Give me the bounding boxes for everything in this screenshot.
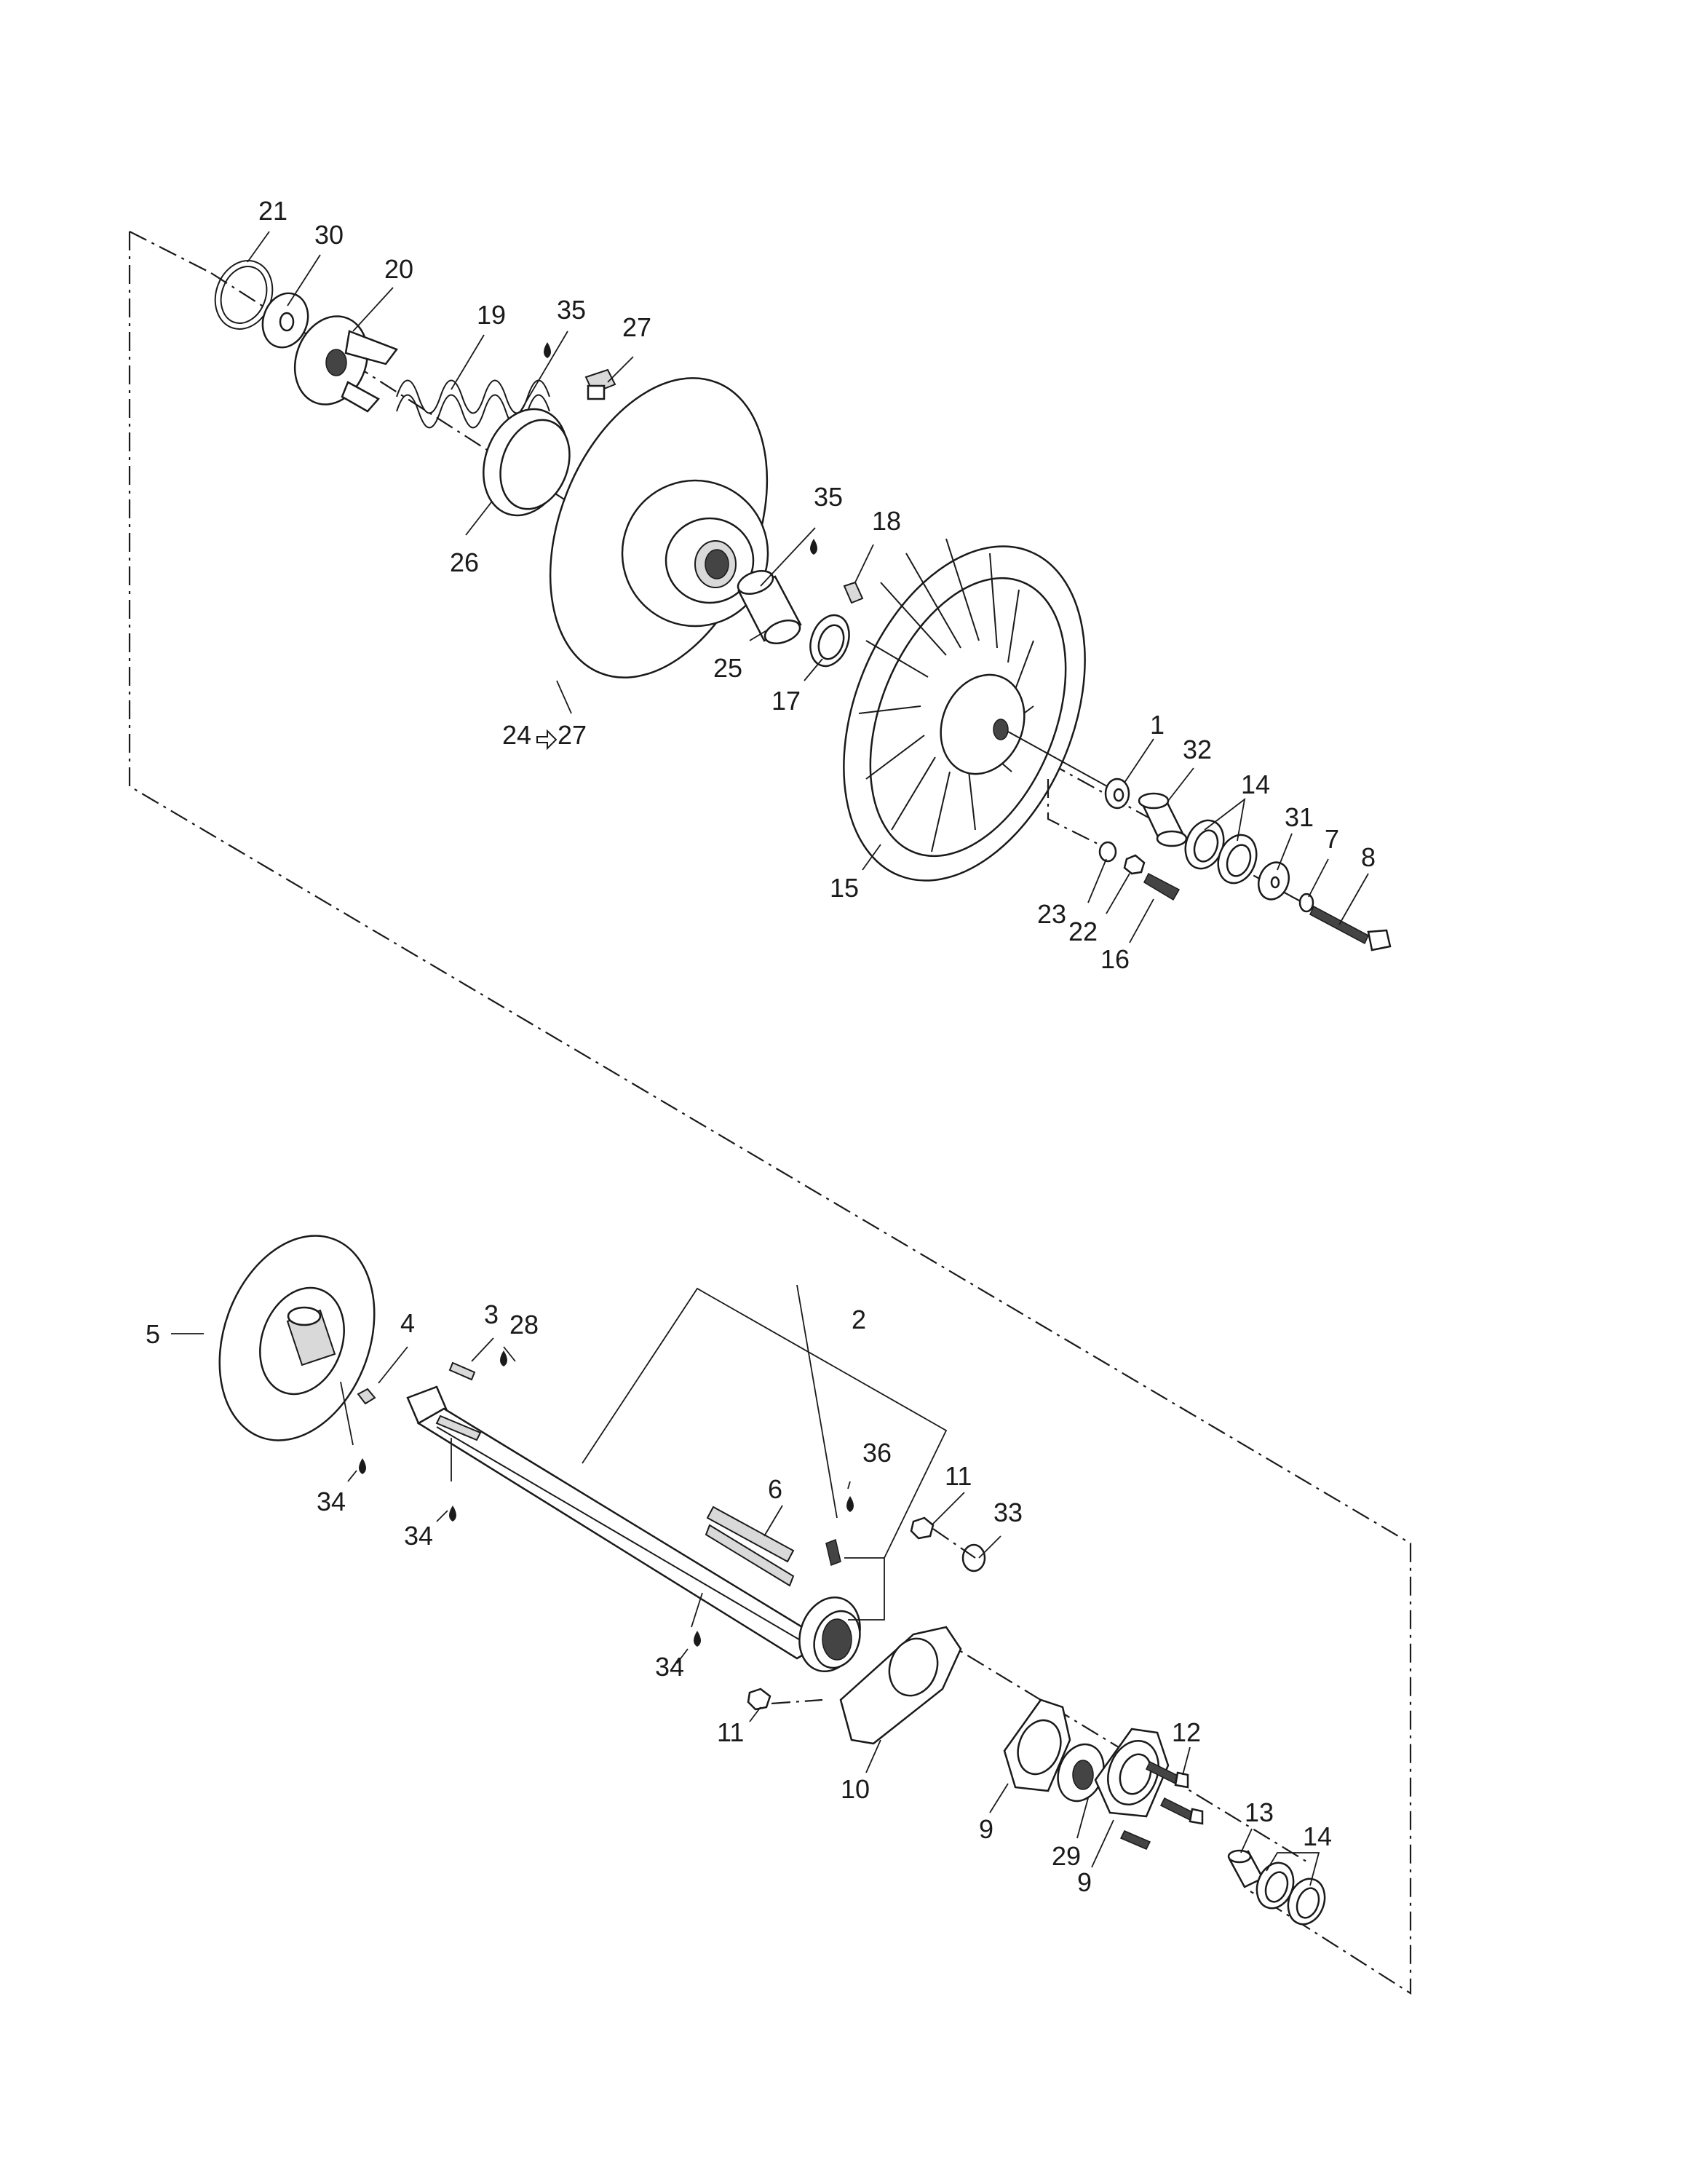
fixed-sheave-15 — [843, 538, 1086, 882]
callout-8: 8 — [1361, 842, 1376, 872]
boundary-left-top — [129, 231, 212, 274]
key-6 — [706, 1506, 795, 1563]
screw-leader-dash — [1047, 779, 1107, 849]
bracket-36 — [844, 1557, 885, 1621]
bushing-25 — [737, 570, 802, 644]
callout-21: 21 — [258, 196, 287, 226]
callout-24: 24 — [502, 720, 531, 750]
set-screw-36 — [825, 1538, 841, 1567]
callout-34c: 34 — [655, 1652, 684, 1682]
leader-lines — [171, 231, 1369, 1886]
callout-20: 20 — [384, 254, 413, 284]
callout-30: 30 — [314, 220, 344, 250]
callout-14b: 14 — [1303, 1821, 1332, 1851]
callout-31: 31 — [1285, 802, 1314, 832]
callout-14a: 14 — [1241, 769, 1270, 799]
bolts-12 — [1119, 1760, 1204, 1850]
callout-5: 5 — [146, 1319, 160, 1349]
lubricant-drop-36 — [846, 1496, 854, 1512]
lock-washer-7 — [1298, 893, 1314, 913]
shaft-2 — [406, 1385, 828, 1660]
callout-35b: 35 — [814, 482, 843, 512]
callout-28: 28 — [509, 1310, 539, 1340]
key-3 — [448, 1361, 476, 1381]
lubricant-drop-35b — [810, 539, 817, 555]
spacer-32 — [1138, 792, 1188, 847]
washer-33 — [961, 1543, 986, 1572]
callout-11a: 11 — [945, 1461, 972, 1491]
callout-10: 10 — [841, 1774, 870, 1804]
callout-3: 3 — [484, 1299, 499, 1329]
fixed-sheave-5 — [218, 1235, 376, 1441]
callout-26: 26 — [450, 547, 479, 577]
bearing-29 — [1057, 1743, 1105, 1803]
callout-13: 13 — [1245, 1797, 1274, 1827]
callout-36: 36 — [862, 1438, 892, 1468]
callout-2: 2 — [852, 1305, 866, 1334]
callout-25: 25 — [713, 653, 742, 683]
washer-30 — [261, 292, 309, 349]
lubricant-drop-34b — [449, 1506, 456, 1522]
sliding-sheave-24 — [549, 377, 769, 678]
nut-22 — [1123, 854, 1146, 875]
bolt-8 — [1309, 905, 1392, 951]
lubricant-drop-35a — [544, 342, 551, 358]
flange-9-left — [1003, 1698, 1071, 1792]
callout-11b: 11 — [717, 1717, 744, 1747]
callout-4: 4 — [400, 1308, 415, 1338]
callout-24-to-27: 24 27 — [502, 720, 587, 751]
arrow-icon — [536, 729, 558, 751]
callout-35a: 35 — [557, 295, 586, 325]
nut-11-top — [910, 1516, 935, 1540]
callout-12: 12 — [1172, 1717, 1201, 1747]
callout-22: 22 — [1068, 917, 1098, 946]
callout-9b: 9 — [1077, 1867, 1092, 1897]
key-18 — [843, 581, 864, 604]
screw-16 — [1143, 872, 1181, 901]
callout-32: 32 — [1183, 735, 1212, 764]
cam-20 — [293, 315, 398, 413]
hub-axis — [1007, 731, 1114, 791]
key-4 — [357, 1388, 376, 1405]
callout-1: 1 — [1150, 710, 1165, 740]
callout-6: 6 — [768, 1474, 782, 1504]
bearing-collar — [798, 1597, 861, 1672]
callout-24-end: 27 — [558, 720, 587, 750]
washer-23 — [1098, 841, 1117, 863]
shims-14-top — [1184, 819, 1258, 885]
callout-15: 15 — [830, 873, 859, 903]
washer-1 — [1104, 778, 1130, 810]
lubricant-drop-34c — [694, 1631, 701, 1647]
callout-9a: 9 — [979, 1814, 993, 1844]
ring-26 — [483, 408, 571, 517]
nut-11-top-dash — [932, 1528, 976, 1559]
callout-33: 33 — [993, 1497, 1023, 1527]
nut-11-bottom-dash — [771, 1698, 823, 1705]
callout-23: 23 — [1037, 899, 1066, 929]
washer-17 — [809, 614, 850, 668]
washer-31 — [1257, 861, 1290, 901]
slider-27 — [584, 368, 616, 400]
callout-29: 29 — [1052, 1841, 1081, 1871]
callout-18: 18 — [872, 506, 901, 536]
callout-34a: 34 — [317, 1487, 346, 1516]
plate-10 — [839, 1626, 962, 1745]
nut-11-bottom — [747, 1688, 771, 1711]
flange-9-right — [1094, 1728, 1170, 1818]
callout-27: 27 — [622, 312, 651, 342]
callout-16: 16 — [1100, 944, 1130, 974]
lubricant-drop-34a — [359, 1458, 366, 1474]
lubricant-drop-28 — [500, 1350, 507, 1366]
assembly-boundary-line — [128, 232, 1412, 1995]
callout-19: 19 — [477, 300, 506, 330]
callout-17: 17 — [771, 686, 801, 716]
callout-7: 7 — [1325, 824, 1339, 854]
callout-34b: 34 — [404, 1521, 433, 1551]
shims-14-bottom — [1255, 1861, 1326, 1926]
